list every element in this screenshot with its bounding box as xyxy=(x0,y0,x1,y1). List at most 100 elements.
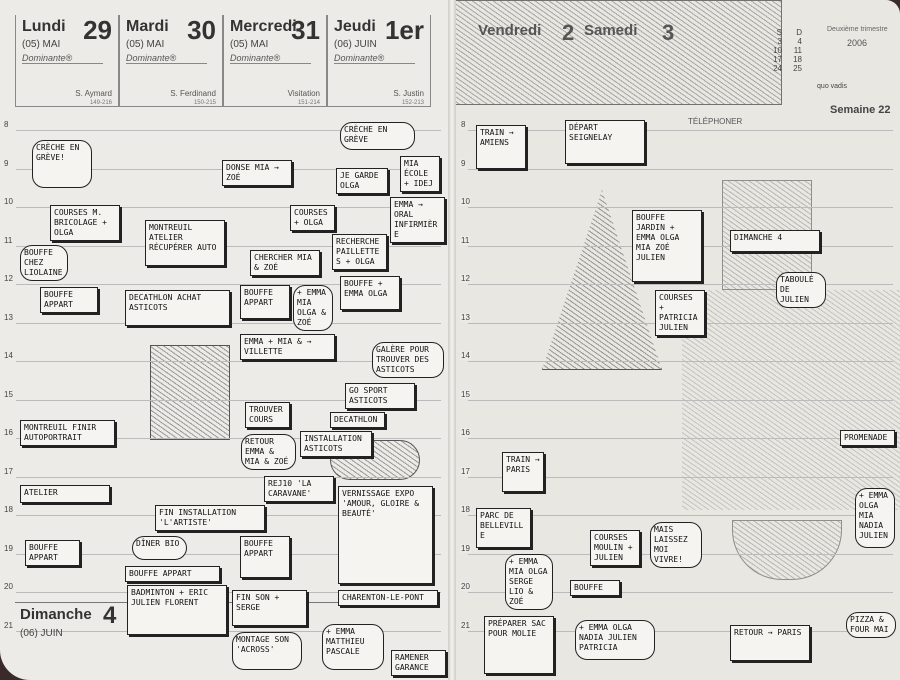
hour-label: 21 xyxy=(3,620,14,630)
sketch-note: Vernissage expo 'Amour, gloire & beauté' xyxy=(338,486,433,584)
sketch-note: Go Sport asticots xyxy=(345,383,415,409)
saint-name: S. Justin xyxy=(393,89,424,98)
day-header-tuesday: Mardi 30 (05) MAI Dominante® S. Ferdinan… xyxy=(119,15,223,107)
hour-line xyxy=(16,361,441,362)
cal-header: D xyxy=(796,28,802,37)
planter-sketch xyxy=(732,520,842,580)
hour-label: 19 xyxy=(460,543,471,553)
sketch-note: Trouver cours xyxy=(245,402,290,428)
fountain-sketch xyxy=(330,440,420,480)
sketch-note: Fin son + Serge xyxy=(232,590,307,626)
cal-header: S xyxy=(776,28,782,37)
hour-label: 20 xyxy=(460,582,471,591)
hour-line xyxy=(16,630,441,632)
sketch-note: Bouffe appart xyxy=(40,287,98,313)
sketch-note: Pizza & four Mai xyxy=(846,612,896,638)
day-code: 152-213 xyxy=(401,100,424,106)
hour-label: 12 xyxy=(3,274,14,283)
sketch-note: + Emma Mia Olga & Zoé xyxy=(293,285,333,331)
day-name-friday: Vendredi xyxy=(478,22,542,39)
dominante-label: Dominante® xyxy=(22,53,103,64)
hour-label: 16 xyxy=(3,428,14,437)
hour-label: 8 xyxy=(460,120,467,129)
day-number: 29 xyxy=(83,15,112,45)
day-month: (05) MAI xyxy=(22,39,61,50)
day-number: 1er xyxy=(384,15,424,45)
day-number: 30 xyxy=(187,15,216,45)
cal-day: 4 xyxy=(797,37,802,46)
hour-label: 18 xyxy=(460,505,471,514)
hour-label: 19 xyxy=(3,543,14,553)
sketch-note: + Emma Matthieu Pascale xyxy=(322,624,384,670)
sketch-note: Badminton + Eric Julien Florent xyxy=(127,585,227,635)
hour-label: 15 xyxy=(460,389,471,399)
day-month: (05) MAI xyxy=(230,39,269,50)
sketch-note: Fin installation 'L'artiste' xyxy=(155,505,265,531)
cal-day: 10 xyxy=(773,46,782,55)
week-label: Semaine 22 xyxy=(830,104,891,116)
sketch-note: Crèche en grève! xyxy=(32,140,92,188)
sketch-note: Préparer sac pour Molie xyxy=(484,616,554,674)
sketch-note: Donse Mia → Zoé xyxy=(222,160,292,186)
hour-label: 8 xyxy=(3,120,10,129)
hour-label: 18 xyxy=(3,505,14,514)
hour-label: 21 xyxy=(460,620,471,630)
hour-line xyxy=(16,476,441,478)
book-gutter xyxy=(448,0,456,680)
hour-label: 13 xyxy=(3,312,14,322)
day-code: 149-216 xyxy=(89,100,112,106)
sunday-month: (06) JUIN xyxy=(20,628,63,639)
cal-day: 24 xyxy=(773,64,782,73)
year-label: 2006 xyxy=(847,38,868,48)
left-page: Lundi 29 (05) MAI Dominante® S. Aymard 1… xyxy=(0,0,452,680)
saint-name: S. Ferdinand xyxy=(170,89,216,98)
hour-label: 20 xyxy=(3,582,14,591)
sketch-note: Bouffe chez Liolaine xyxy=(20,245,68,281)
hour-line xyxy=(468,284,893,285)
sketch-note: Decathlon xyxy=(330,412,385,428)
day-header-wednesday: Mercredi 31 (05) MAI Dominante® Visitati… xyxy=(223,15,327,107)
hour-label: 14 xyxy=(3,351,14,360)
hour-line xyxy=(468,168,893,170)
hour-label: 13 xyxy=(460,312,471,322)
sketch-note: Mais laissez moi vivre! xyxy=(650,522,702,568)
day-name: Mardi xyxy=(126,18,169,35)
sketch-note: Crèche en grève xyxy=(340,122,415,150)
hour-label: 9 xyxy=(3,158,10,168)
cal-day: 18 xyxy=(793,55,802,64)
sketch-note: Bouffe appart xyxy=(25,540,80,566)
sketch-note: Courses + Patricia Julien xyxy=(655,290,705,336)
cal-day: 11 xyxy=(793,46,802,55)
hour-line xyxy=(16,592,441,593)
sketch-note: Montage son 'Across' xyxy=(232,632,302,670)
sketch-note: Courses + Olga xyxy=(290,205,335,231)
sketch-note: Ramener Garance xyxy=(391,650,446,676)
sketch-note: Emma → oral infirmière xyxy=(390,197,445,243)
sketch-note: Atelier xyxy=(20,485,110,503)
sketch-note: Rej10 'La caravane' xyxy=(264,476,334,502)
day-code: 150-215 xyxy=(193,100,216,106)
sketch-note: Bouffe xyxy=(570,580,620,596)
hour-line xyxy=(468,630,893,632)
phone-label: TÉLÉPHONER xyxy=(688,117,743,126)
hour-label: 10 xyxy=(3,197,14,206)
sketch-note: Bouffe appart xyxy=(240,285,290,319)
hour-label: 12 xyxy=(460,274,471,283)
sketch-note: Retour → Paris xyxy=(730,625,810,661)
hour-label: 9 xyxy=(460,158,467,168)
hour-line xyxy=(16,553,441,555)
hour-line xyxy=(16,284,441,285)
sunday-number: 4 xyxy=(103,602,117,629)
cal-day: 25 xyxy=(793,64,802,73)
hour-label: 14 xyxy=(460,351,471,360)
sketch-note: Dîner bio xyxy=(132,536,187,560)
sketch-note: Dimanche 4 xyxy=(730,230,820,252)
sketch-note: Départ Seignelay xyxy=(565,120,645,164)
hour-line xyxy=(468,207,893,208)
sketch-note: Promenade xyxy=(840,430,895,446)
hour-label: 15 xyxy=(3,389,14,399)
sketch-note: Courses M. Bricolage + Olga xyxy=(50,205,120,241)
hour-label: 17 xyxy=(460,466,471,476)
hour-label: 10 xyxy=(460,197,471,206)
sketch-note: Train → Paris xyxy=(502,452,544,492)
